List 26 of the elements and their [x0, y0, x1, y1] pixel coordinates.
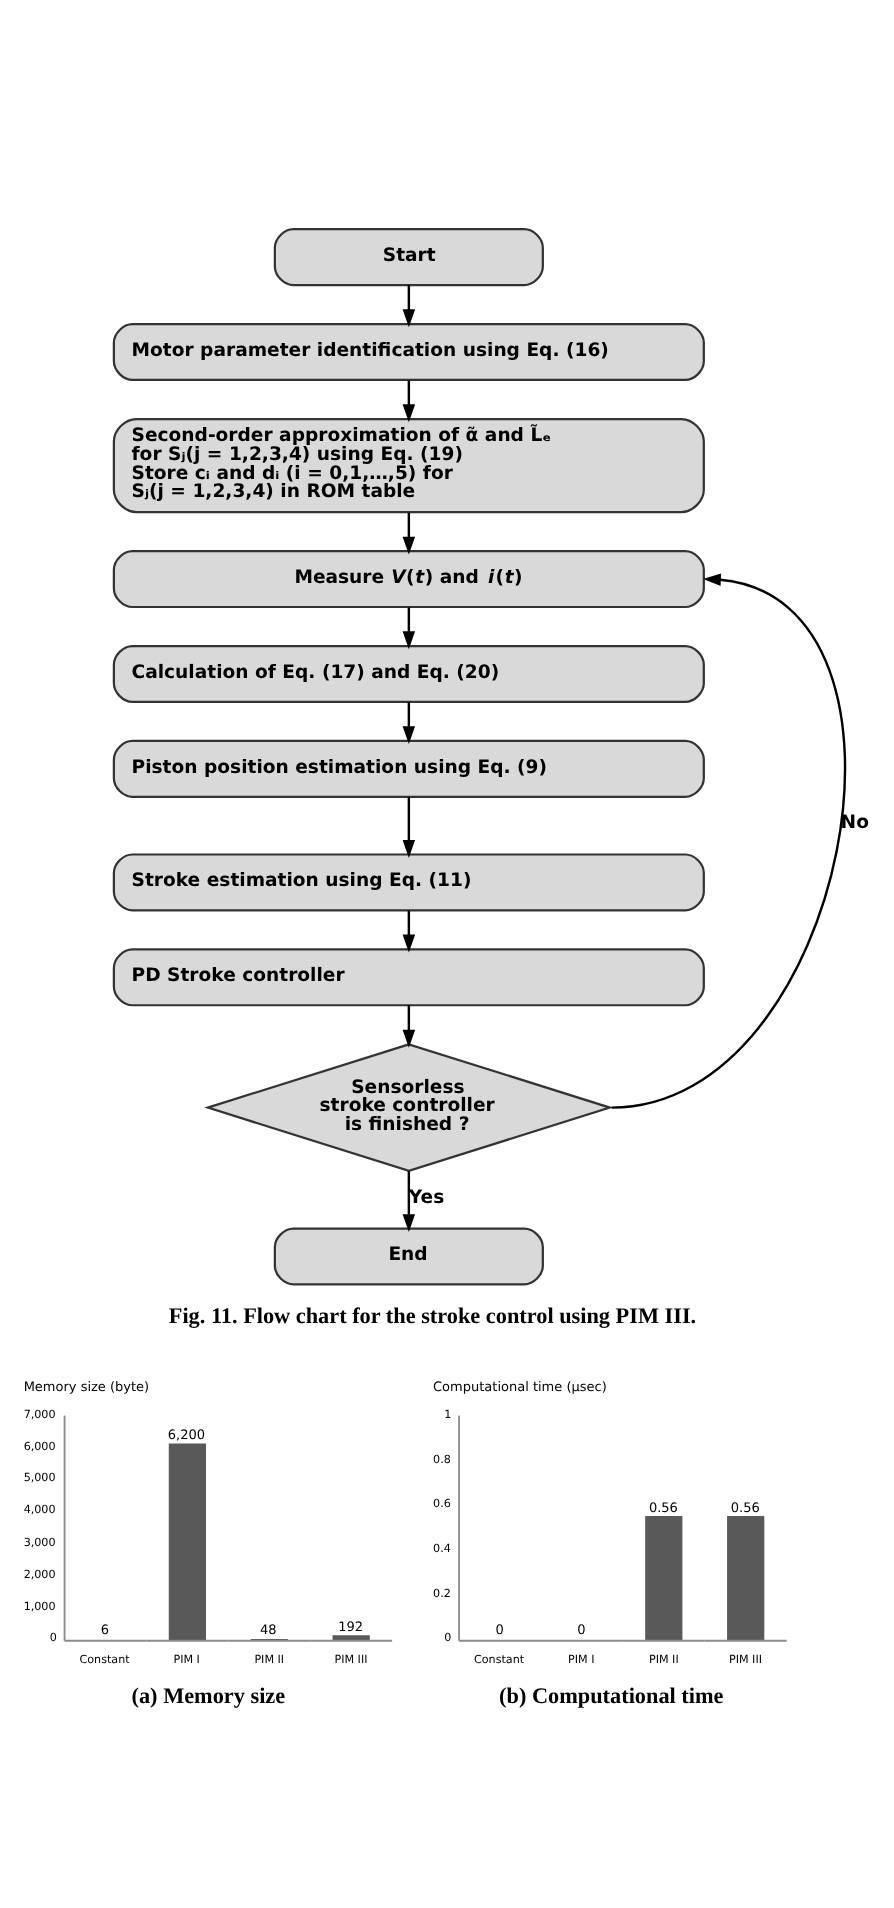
arrow: [402, 909, 416, 952]
node-box: End: [273, 1226, 544, 1285]
arrow: [402, 1004, 416, 1047]
arrow: [611, 572, 846, 1108]
node-box: Stroke estimation using Eq. (11): [112, 852, 705, 911]
arrow: [402, 606, 416, 649]
node-box: Second-order approximation of α̃ and L̃ₑ for Sⱼ(j = 1,2,3,4) using Eq. (19) Store cᵢ and dᵢ (i = 0,1,…,5) for Sⱼ(j = 1,2,3,4) in ROM table: [112, 416, 705, 513]
arrow: [402, 1170, 416, 1232]
node-box: Piston position estimation using Eq. (9): [112, 738, 705, 797]
text: (a) Memory size: [131, 1684, 286, 1709]
node-box: Start: [273, 227, 544, 286]
arrow: [402, 511, 416, 554]
node-box: Calculation of Eq. (17) and Eq. (20): [112, 643, 705, 703]
node-diamond: Sensorless stroke controller is finished ?: [204, 1042, 614, 1172]
edge-label: No: [840, 811, 869, 834]
node-box: Measure V(t) and i(t): [112, 549, 705, 608]
text: (b) Computational time: [499, 1684, 724, 1709]
arrow: [402, 796, 416, 857]
node-box: Motor parameter identification using Eq. (16): [112, 322, 705, 381]
arrow: [402, 379, 416, 422]
arrow: [402, 284, 416, 327]
bar: [168, 1442, 206, 1640]
edge-label: Yes: [408, 1185, 445, 1208]
caption: Fig. 11. Flow chart for the stroke control using PIM III.: [168, 1303, 697, 1328]
arrow: [402, 701, 416, 744]
node-box: PD Stroke controller: [112, 947, 705, 1006]
